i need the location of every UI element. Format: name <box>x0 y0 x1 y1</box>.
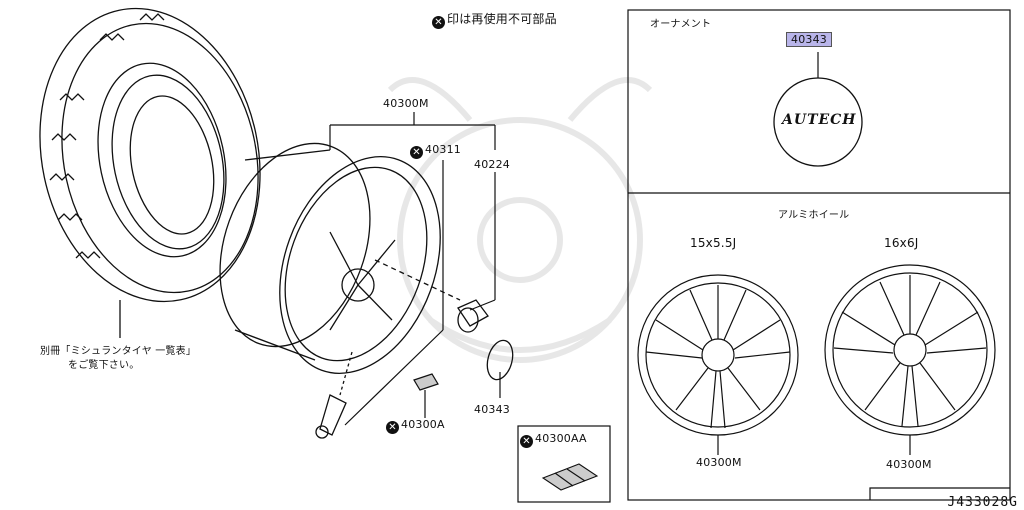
part-label-40300AA[interactable]: ✕40300AA <box>520 432 587 448</box>
wheel-drawing <box>219 142 461 374</box>
reuse-notice-text: 印は再使用不可部品 <box>447 12 557 26</box>
panel-notch <box>869 487 1010 500</box>
not-reusable-icon: ✕ <box>410 146 423 159</box>
reuse-notice: ✕印は再使用不可部品 <box>432 10 557 29</box>
part-label-40224[interactable]: 40224 <box>474 158 510 171</box>
valve-drawing <box>315 351 353 439</box>
weight-set-box <box>517 425 611 503</box>
diagram-code: J433028G <box>947 495 1018 510</box>
wheel-panel-title: アルミホイール <box>778 210 850 221</box>
nut-drawing <box>457 299 489 333</box>
part-number-40300AA: 40300AA <box>535 432 587 445</box>
ornament-drawing <box>773 77 863 167</box>
cap-drawing <box>486 339 514 381</box>
not-reusable-icon: ✕ <box>520 435 533 448</box>
weight-set-drawing <box>541 463 599 491</box>
wheel-15-drawing <box>637 274 799 455</box>
part-label-40300A[interactable]: ✕40300A <box>386 418 445 434</box>
wheel-15-size: 15x5.5J <box>690 236 737 250</box>
right-panel <box>627 9 1011 501</box>
part-label-40343[interactable]: 40343 <box>474 403 510 416</box>
tire-note-line2: をご覧下さい。 <box>68 360 140 371</box>
wheel-16-size: 16x6J <box>884 236 919 250</box>
autech-logo: AUTECH <box>782 112 857 128</box>
part-label-40300M[interactable]: 40300M <box>383 97 429 110</box>
wheel-16-part-number[interactable]: 40300M <box>886 458 932 471</box>
not-reusable-icon: ✕ <box>432 16 445 29</box>
ornament-part-number[interactable]: 40343 <box>786 32 832 47</box>
wheel-16-drawing <box>824 264 996 455</box>
leader-lines <box>329 112 501 426</box>
weight-drawing <box>413 373 439 391</box>
tire-note-line1: 別冊「ミシュランタイヤ 一覧表」 <box>40 346 197 357</box>
part-number-40311: 40311 <box>425 143 461 156</box>
watermark <box>387 77 653 363</box>
not-reusable-icon: ✕ <box>386 421 399 434</box>
tire-drawing <box>39 7 261 338</box>
part-number-40300A: 40300A <box>401 418 445 431</box>
part-label-40311[interactable]: ✕40311 <box>410 143 461 159</box>
wheel-15-part-number[interactable]: 40300M <box>696 456 742 469</box>
ornament-title: オーナメント <box>650 19 712 30</box>
